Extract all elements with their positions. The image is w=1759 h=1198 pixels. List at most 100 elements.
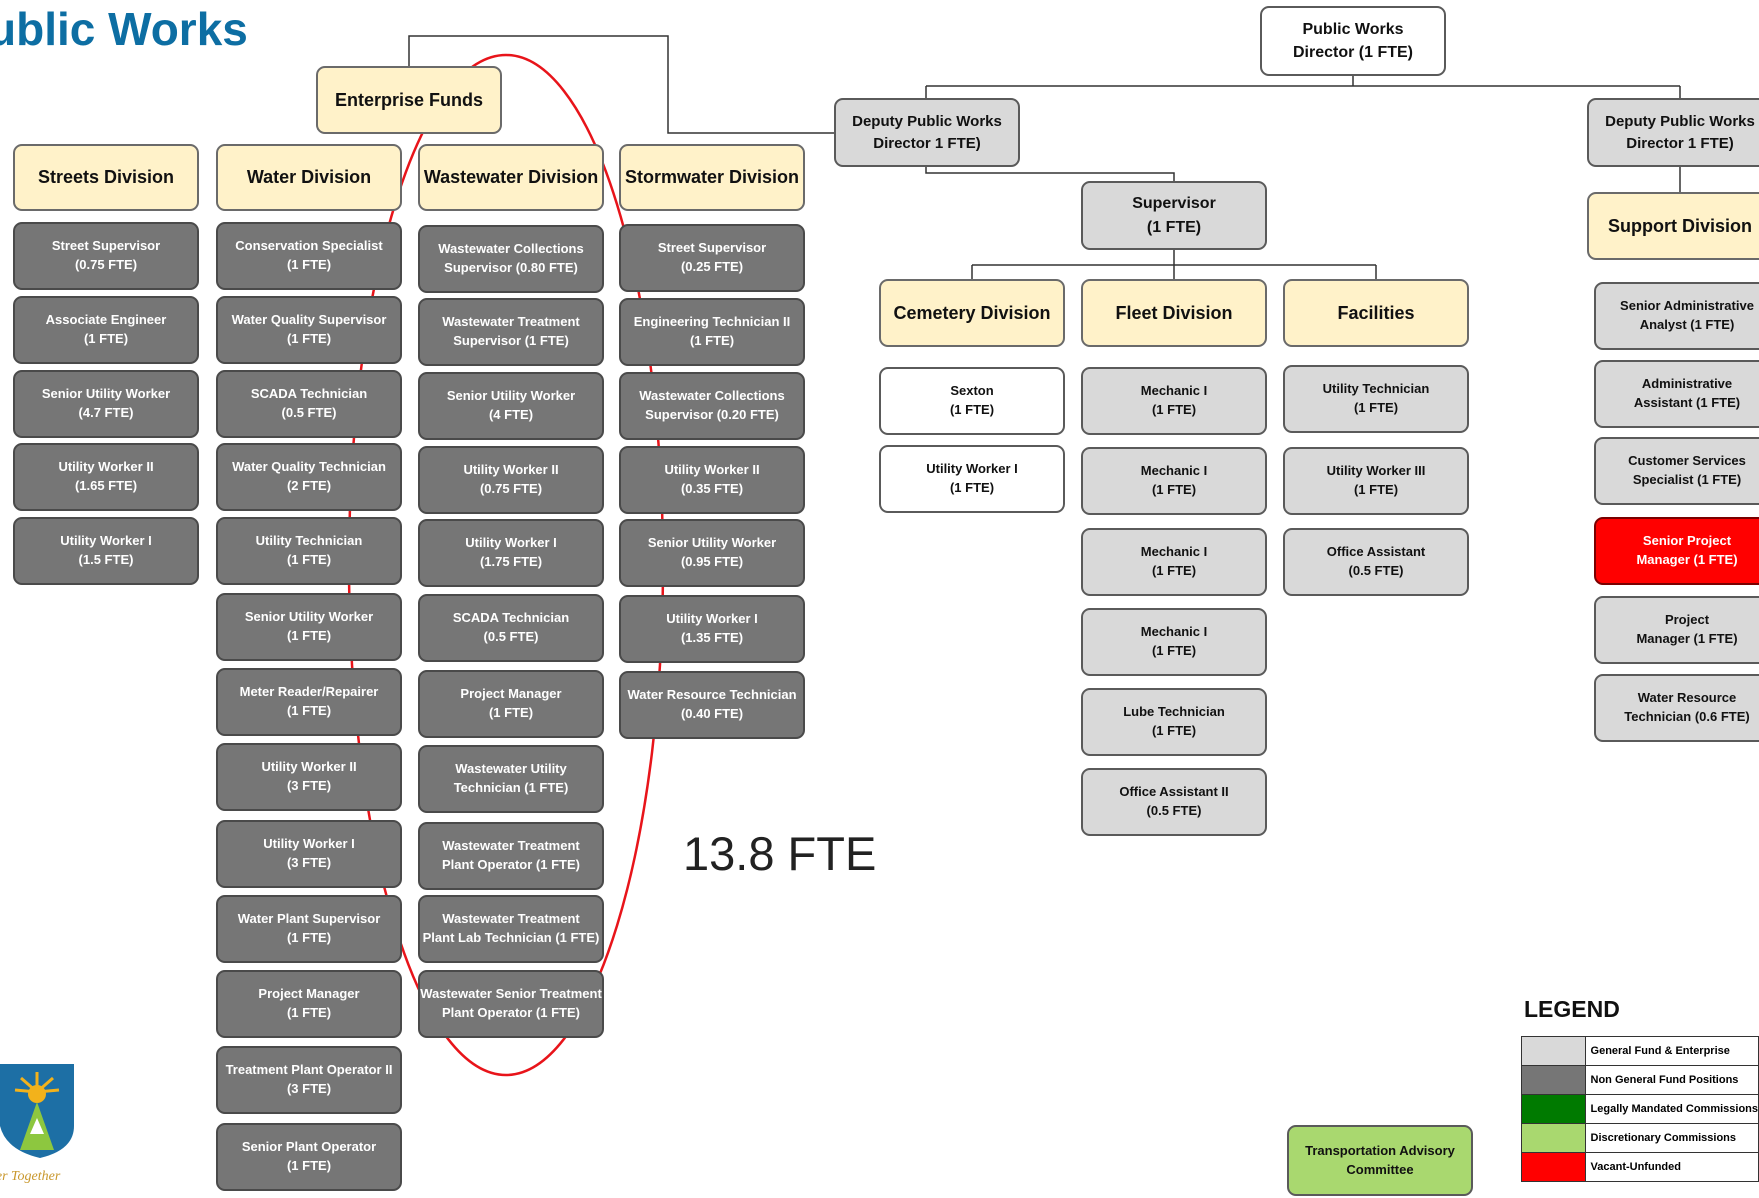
position-line-1: Water Quality Supervisor bbox=[231, 312, 387, 328]
position-line-2: Specialist (1 FTE) bbox=[1632, 472, 1742, 487]
position-line-2: (1 FTE) bbox=[286, 552, 332, 567]
cemetery-position-box: Utility Worker I (1 FTE) bbox=[879, 445, 1065, 513]
water-position-box: Meter Reader/Repairer(1 FTE) bbox=[216, 668, 402, 736]
deputy-right-line-2: Director 1 FTE) bbox=[1626, 134, 1734, 152]
position-line-1: Customer Services bbox=[1628, 453, 1746, 469]
stormwater-division-header: Stormwater Division bbox=[619, 144, 805, 211]
position-line-2: (1.35 FTE) bbox=[680, 630, 744, 645]
position-line-1: Utility Technician bbox=[255, 533, 363, 549]
fleet-position-box: Mechanic I (1 FTE) bbox=[1081, 528, 1267, 596]
position-line-1: Senior Utility Worker bbox=[446, 388, 576, 404]
position-line-1: Sexton bbox=[950, 383, 994, 399]
position-line-1: Wastewater Treatment bbox=[442, 838, 580, 854]
supervisor-box: Supervisor (1 FTE) bbox=[1081, 181, 1267, 250]
director-line-1: Public Works bbox=[1302, 20, 1404, 38]
position-line-2: Assistant (1 FTE) bbox=[1633, 395, 1741, 410]
position-line-2: (1 FTE) bbox=[949, 480, 995, 495]
position-line-2: (1.65 FTE) bbox=[74, 478, 138, 493]
fleet-division-header: Fleet Division bbox=[1081, 279, 1267, 347]
position-line-2: (0.35 FTE) bbox=[680, 481, 744, 496]
position-line-1: Office Assistant bbox=[1326, 544, 1426, 560]
position-line-2: (1 FTE) bbox=[488, 705, 534, 720]
position-line-1: Mechanic I bbox=[1140, 544, 1208, 560]
position-line-2: Technician (1 FTE) bbox=[453, 780, 569, 795]
water-position-box: Utility Worker II(3 FTE) bbox=[216, 743, 402, 811]
position-line-2: (1 FTE) bbox=[286, 1005, 332, 1020]
legend-label: Non General Fund Positions bbox=[1584, 1065, 1759, 1095]
water-position-box: Utility Worker I(3 FTE) bbox=[216, 820, 402, 888]
deputy-left-line-2: Director 1 FTE) bbox=[873, 134, 981, 152]
position-line-2: (0.5 FTE) bbox=[483, 629, 539, 644]
stormwater-position-box: Engineering Technician II(1 FTE) bbox=[619, 298, 805, 366]
water-position-box: Utility Technician (1 FTE) bbox=[216, 517, 402, 585]
cemetery-position-box: Sexton(1 FTE) bbox=[879, 367, 1065, 435]
position-line-1: Senior Utility Worker bbox=[647, 535, 777, 551]
legend-label: General Fund & Enterprise bbox=[1584, 1036, 1759, 1066]
position-line-1: Utility Technician bbox=[1322, 381, 1430, 397]
position-line-1: Water Resource Technician bbox=[627, 687, 797, 703]
position-line-2: (1 FTE) bbox=[83, 331, 129, 346]
position-line-1: Conservation Specialist bbox=[235, 238, 383, 254]
stormwater-position-box: Utility Worker II(0.35 FTE) bbox=[619, 446, 805, 514]
position-line-2: (0.40 FTE) bbox=[680, 706, 744, 721]
position-line-1: Senior Project bbox=[1642, 533, 1732, 549]
facilities-position-box: Utility Worker III(1 FTE) bbox=[1283, 447, 1469, 515]
logo-caption: ter Together bbox=[0, 1169, 61, 1184]
water-position-box: Water Plant Supervisor(1 FTE) bbox=[216, 895, 402, 963]
fleet-position-box: Mechanic I(1 FTE) bbox=[1081, 447, 1267, 515]
fleet-division-title: Fleet Division bbox=[1115, 302, 1233, 323]
wastewater-position-box: Utility Worker II(0.75 FTE) bbox=[418, 446, 604, 514]
position-line-2: Supervisor (0.20 FTE) bbox=[645, 407, 779, 422]
position-line-2: Manager (1 FTE) bbox=[1636, 552, 1738, 567]
position-line-1: Street Supervisor bbox=[657, 240, 767, 256]
position-line-1: Utility Worker I bbox=[926, 461, 1018, 477]
enterprise-funds-header: Enterprise Funds bbox=[316, 66, 502, 134]
position-line-2: (1 FTE) bbox=[1151, 402, 1197, 417]
legend-row: Discretionary Commissions bbox=[1521, 1123, 1759, 1153]
streets-position-box: Associate Engineer (1 FTE) bbox=[13, 296, 199, 364]
position-line-1: Administrative bbox=[1641, 376, 1733, 392]
position-line-2: (1.5 FTE) bbox=[78, 552, 134, 567]
position-line-1: Wastewater Collections bbox=[438, 241, 584, 257]
position-line-2: (1 FTE) bbox=[1151, 563, 1197, 578]
legend-label: Vacant-Unfunded bbox=[1584, 1152, 1759, 1182]
water-division-header: Water Division bbox=[216, 144, 402, 211]
supervisor-line-2: (1 FTE) bbox=[1146, 218, 1202, 236]
transportation-advisory-committee: Transportation Advisory Committee bbox=[1287, 1125, 1473, 1196]
legend-swatch bbox=[1521, 1065, 1586, 1095]
stormwater-division-title: Stormwater Division bbox=[624, 167, 800, 188]
director-box: Public Works Director (1 FTE) bbox=[1260, 6, 1446, 76]
fleet-position-box: Office Assistant II(0.5 FTE) bbox=[1081, 768, 1267, 836]
position-line-2: (0.75 FTE) bbox=[74, 257, 138, 272]
stormwater-position-box: Water Resource Technician (0.40 FTE) bbox=[619, 671, 805, 739]
position-line-2: (3 FTE) bbox=[286, 778, 332, 793]
position-line-2: (2 FTE) bbox=[286, 478, 332, 493]
position-line-1: Senior Administrative bbox=[1620, 298, 1754, 314]
position-line-1: Senior Plant Operator bbox=[241, 1139, 377, 1155]
water-position-box: SCADA Technician(0.5 FTE) bbox=[216, 370, 402, 438]
position-line-2: (4 FTE) bbox=[488, 407, 534, 422]
position-line-1: Project Manager bbox=[258, 986, 360, 1002]
stormwater-position-box: Street Supervisor(0.25 FTE) bbox=[619, 224, 805, 292]
legend-row: Vacant-Unfunded bbox=[1521, 1152, 1759, 1182]
wastewater-division-title: Wastewater Division bbox=[423, 167, 599, 188]
deputy-right-line-1: Deputy Public Works bbox=[1605, 112, 1755, 130]
position-line-2: Supervisor (1 FTE) bbox=[453, 333, 569, 348]
legend-title: LEGEND bbox=[1524, 996, 1620, 1022]
position-line-2: (1 FTE) bbox=[286, 331, 332, 346]
position-line-1: Wastewater Senior Treatment bbox=[420, 986, 602, 1002]
position-line-1: Utility Worker I bbox=[263, 836, 355, 852]
position-line-1: Associate Engineer bbox=[45, 312, 167, 328]
position-line-1: SCADA Technician bbox=[452, 610, 570, 626]
support-division-title: Support Division bbox=[1608, 215, 1752, 236]
stormwater-position-box: Senior Utility Worker(0.95 FTE) bbox=[619, 519, 805, 587]
city-logo: ter Together bbox=[0, 1064, 74, 1184]
